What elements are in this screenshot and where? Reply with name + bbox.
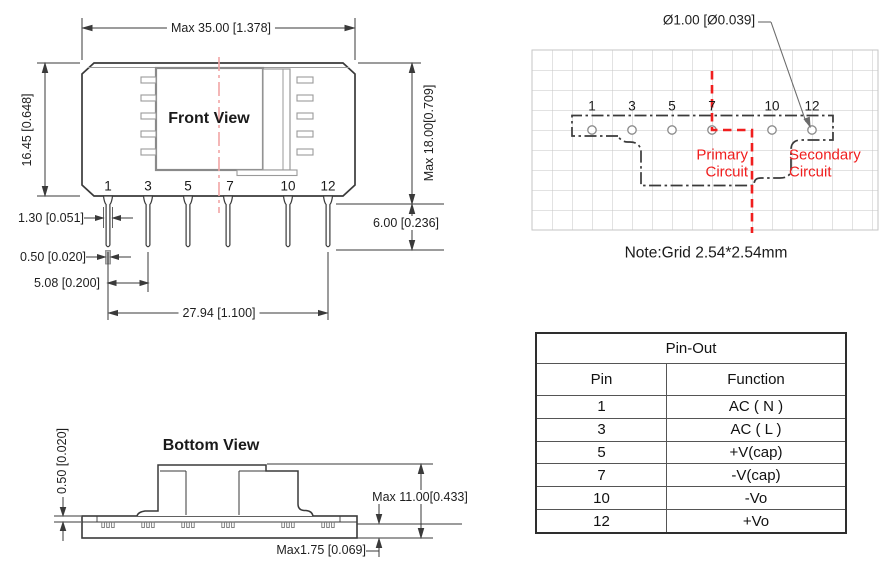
table-row: 3 AC ( L ) bbox=[537, 417, 845, 441]
primary-circuit-label-1: Primary bbox=[696, 146, 748, 164]
fp-pin-label-3: 3 bbox=[628, 98, 636, 114]
dim-standoff: 0.50 [0.020] bbox=[55, 427, 69, 495]
fp-pin-label-5: 5 bbox=[668, 98, 676, 114]
dim-lead-thickness: 0.50 [0.020] bbox=[19, 250, 86, 264]
front-pin-label-5: 5 bbox=[184, 178, 192, 194]
function-cell: AC ( N ) bbox=[728, 398, 784, 416]
hole-leader-line bbox=[758, 21, 811, 129]
secondary-circuit-label-1: Secondary bbox=[789, 146, 861, 164]
dim-base-thickness: Max1.75 [0.069] bbox=[276, 543, 366, 557]
circuit-divider bbox=[710, 71, 754, 233]
fp-pin-label-10: 10 bbox=[764, 98, 780, 114]
step-block bbox=[236, 169, 298, 177]
bottom-view-dimensions bbox=[54, 462, 462, 557]
heatsink-fins bbox=[140, 76, 314, 156]
front-view-title: Front View bbox=[168, 110, 250, 128]
primary-circuit-label-2: Circuit bbox=[705, 163, 748, 181]
dim-pin-pitch: 5.08 [0.200] bbox=[33, 276, 100, 290]
dim-height-left: 16.45 [0.648] bbox=[20, 93, 34, 167]
grid-note: Note:Grid 2.54*2.54mm bbox=[624, 244, 788, 262]
pin-cell: 1 bbox=[537, 396, 667, 418]
dim-body-height: Max 11.00[0.433] bbox=[368, 490, 472, 504]
pin-cell: 10 bbox=[537, 487, 667, 510]
pinout-table-header-row: Pin Function bbox=[537, 363, 845, 395]
pinout-col-function: Function bbox=[727, 371, 785, 388]
front-pin-label-7: 7 bbox=[226, 178, 234, 194]
front-view-drawing bbox=[37, 18, 444, 320]
table-row: 1 AC ( N ) bbox=[537, 395, 845, 418]
fp-pin-label-1: 1 bbox=[588, 98, 596, 114]
table-row: 12 +Vo bbox=[537, 509, 845, 532]
grid bbox=[531, 49, 879, 231]
footprint-drawing bbox=[531, 21, 879, 233]
dim-lead-width: 1.30 [0.051] bbox=[17, 211, 84, 225]
base-plate bbox=[81, 515, 358, 539]
pin-cell: 7 bbox=[537, 464, 667, 487]
bottom-view-drawing bbox=[54, 462, 462, 557]
front-view-dimensions bbox=[37, 18, 444, 320]
pinout-table: Pin-Out Pin Function 1 AC ( N ) 3 AC ( L… bbox=[535, 332, 847, 534]
front-pin-label-10: 10 bbox=[280, 178, 296, 194]
main-block bbox=[154, 66, 265, 172]
fp-pin-label-12: 12 bbox=[804, 98, 820, 114]
fp-pin-label-7: 7 bbox=[708, 98, 716, 114]
pinout-table-title: Pin-Out bbox=[665, 340, 717, 357]
dim-hole-diameter: Ø1.00 [Ø0.039] bbox=[662, 12, 756, 28]
dim-width: Max 35.00 [1.378] bbox=[166, 21, 276, 35]
table-row: 5 +V(cap) bbox=[537, 440, 845, 464]
dim-height-right: Max 18.00[0.709] bbox=[422, 84, 436, 182]
table-row: 10 -Vo bbox=[537, 486, 845, 510]
front-pin-label-3: 3 bbox=[144, 178, 152, 194]
function-cell: AC ( L ) bbox=[730, 421, 782, 439]
dim-pin-span: 27.94 [1.100] bbox=[178, 306, 260, 320]
function-cell: +V(cap) bbox=[729, 444, 783, 462]
front-pin-label-12: 12 bbox=[320, 178, 336, 194]
dim-pin-length: 6.00 [0.236] bbox=[368, 216, 444, 230]
pin-cell: 3 bbox=[537, 418, 667, 441]
function-cell: -V(cap) bbox=[731, 466, 781, 484]
function-cell: +Vo bbox=[742, 512, 770, 530]
function-cell: -Vo bbox=[744, 489, 768, 507]
bottom-view-title: Bottom View bbox=[162, 437, 260, 455]
pin-cell: 5 bbox=[537, 441, 667, 464]
secondary-circuit-label-2: Circuit bbox=[789, 163, 832, 181]
pin-cell: 12 bbox=[537, 510, 667, 532]
footprint-outline bbox=[571, 114, 834, 187]
pins bbox=[102, 195, 334, 248]
pinout-col-pin: Pin bbox=[537, 364, 667, 395]
table-row: 7 -V(cap) bbox=[537, 463, 845, 487]
front-pin-label-1: 1 bbox=[104, 178, 112, 194]
pinout-table-title-row: Pin-Out bbox=[537, 334, 845, 363]
side-strip bbox=[262, 68, 291, 171]
body-profile bbox=[136, 464, 314, 517]
